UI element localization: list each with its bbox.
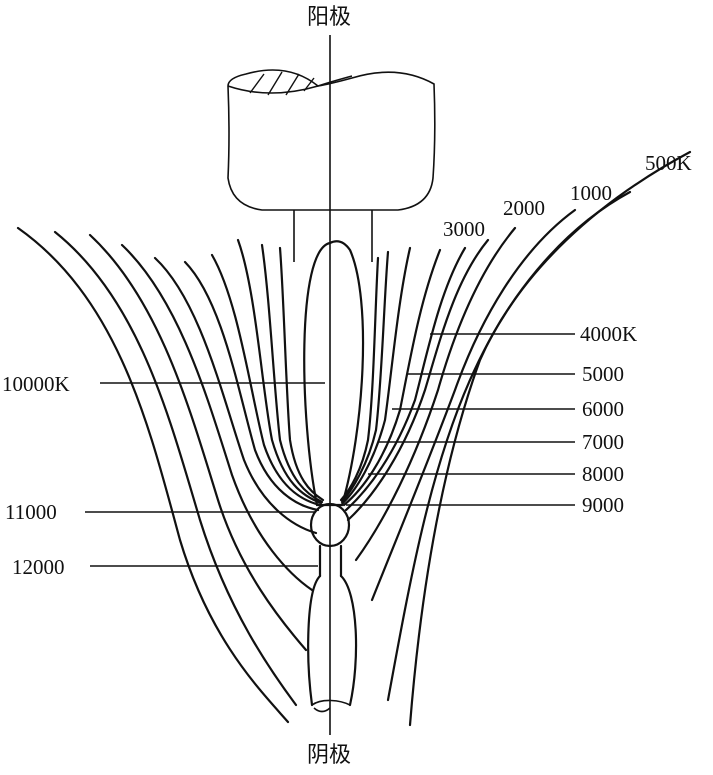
- isotherms-left: [16, 226, 325, 724]
- label-6000: 6000: [582, 397, 624, 421]
- label-3000: 3000: [443, 217, 485, 241]
- label-5000: 5000: [582, 362, 624, 386]
- isotherms-right: [339, 150, 692, 727]
- core-10000k: [303, 240, 365, 507]
- label-9000: 9000: [582, 493, 624, 517]
- anode-hatch: [249, 71, 315, 96]
- cathode-label: 阴极: [307, 742, 351, 767]
- label-11000: 11000: [5, 500, 57, 524]
- label-4000k: 4000K: [580, 322, 637, 346]
- label-7000: 7000: [582, 430, 624, 454]
- label-8000: 8000: [582, 462, 624, 486]
- label-10000k: 10000K: [2, 372, 70, 396]
- cathode-electrode: [307, 574, 358, 713]
- anode-electrode: [227, 69, 436, 262]
- core-12000: [318, 544, 343, 578]
- label-500k: 500K: [645, 151, 692, 175]
- label-2000: 2000: [503, 196, 545, 220]
- label-12000: 12000: [12, 555, 65, 579]
- label-1000: 1000: [570, 181, 612, 205]
- core-11000: [309, 502, 351, 548]
- leader-lines: [85, 333, 575, 567]
- anode-label: 阳极: [307, 4, 351, 29]
